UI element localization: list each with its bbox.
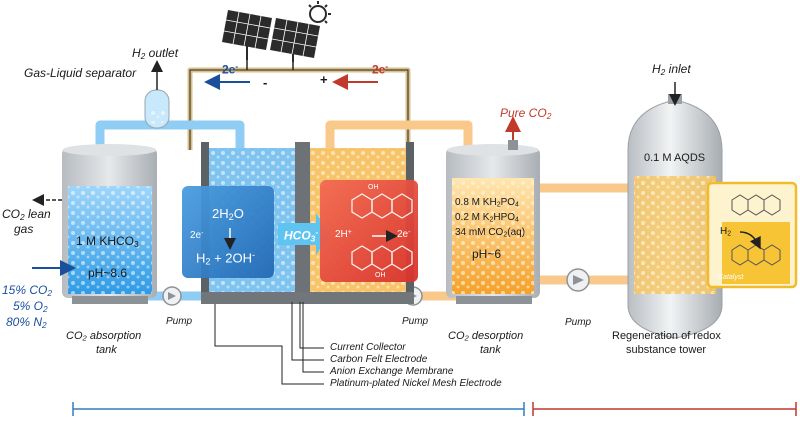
inset-h2-label: H2 <box>720 226 732 238</box>
feed-o2-label: 5% O2 <box>13 299 48 314</box>
absorption-tank-label-2: tank <box>96 344 117 356</box>
aqds-molecule-icon <box>351 193 413 271</box>
co2-lean-label: CO2 lean <box>2 207 51 222</box>
h2-2oh-label: H2 + 2OH- <box>196 250 256 267</box>
component-leader-lines <box>214 302 324 385</box>
cathode-2h-label: 2H+ <box>335 229 352 241</box>
anode-electron-label: 2e- <box>190 230 204 242</box>
pump-middle-label: Pump <box>402 316 429 327</box>
cathode-oh-top: OH <box>368 184 379 191</box>
current-collector-label: Current Collector <box>330 342 406 353</box>
pump-right-icon <box>566 268 590 292</box>
aqds-label: 0.1 M AQDS <box>644 152 706 164</box>
pump-left-label: Pump <box>166 316 193 327</box>
carbon-felt-label: Carbon Felt Electrode <box>330 354 428 365</box>
solar-panel-icon <box>222 1 331 62</box>
gas-label: gas <box>14 222 34 236</box>
h2o-label: 2H2O <box>212 206 244 222</box>
hco3-label: HCO3- <box>284 227 319 244</box>
desorption-tank-label-2: tank <box>480 344 501 356</box>
h2-outlet-label: H2 outlet <box>132 46 179 61</box>
anode-reaction-panel <box>182 186 274 278</box>
co2-absorption-tank <box>62 144 157 304</box>
catalyst-inset <box>706 181 798 289</box>
absorption-tank-label: CO2 absorption <box>66 330 142 343</box>
ph-left-label: pH~8.6 <box>88 266 128 280</box>
pump-left-icon <box>162 286 182 306</box>
nickel-mesh-label: Platinum-plated Nickel Mesh Electrode <box>330 378 502 389</box>
anion-membrane-label: Anion Exchange Membrane <box>330 366 454 377</box>
h2-inlet-label: H2 inlet <box>652 62 691 77</box>
khco3-label: 1 M KHCO3 <box>76 234 139 249</box>
ph-right-label: pH~6 <box>472 247 502 261</box>
hco3-transport-arrow <box>278 213 330 255</box>
electron-left-label: 2e- <box>222 61 239 77</box>
desorb-line1-label: 0.8 M KH2PO4 <box>455 197 519 209</box>
electron-right-label: 2e- <box>372 61 389 77</box>
tower-label-2: substance tower <box>626 344 707 356</box>
cathode-reaction-panel <box>320 180 418 282</box>
plus-terminal: + <box>320 72 328 87</box>
regeneration-tower <box>627 94 723 339</box>
pump-right-label: Pump <box>565 317 592 328</box>
feed-n2-label: 80% N2 <box>6 315 47 330</box>
cathode-oh-bottom: OH <box>375 272 386 279</box>
minus-terminal: - <box>263 75 268 90</box>
pure-co2-label: Pure CO2 <box>500 106 552 121</box>
desorb-line2-label: 0.2 M K2HPO4 <box>455 212 519 224</box>
gas-liquid-separator-label: Gas-Liquid separator <box>24 66 137 80</box>
bottom-brackets <box>72 402 797 416</box>
desorption-tank-label: CO2 desorption <box>448 330 524 343</box>
cathode-2e-label: 2e- <box>397 229 411 241</box>
gas-liquid-separator <box>144 60 170 129</box>
co2-desorption-tank <box>446 140 540 304</box>
tower-label-1: Regeneration of redox <box>612 330 721 342</box>
desorb-line3-label: 34 mM CO2(aq) <box>455 227 526 239</box>
feed-co2-label: 15% CO2 <box>2 283 53 298</box>
inset-catalyst-label: Catalyst <box>718 274 744 281</box>
